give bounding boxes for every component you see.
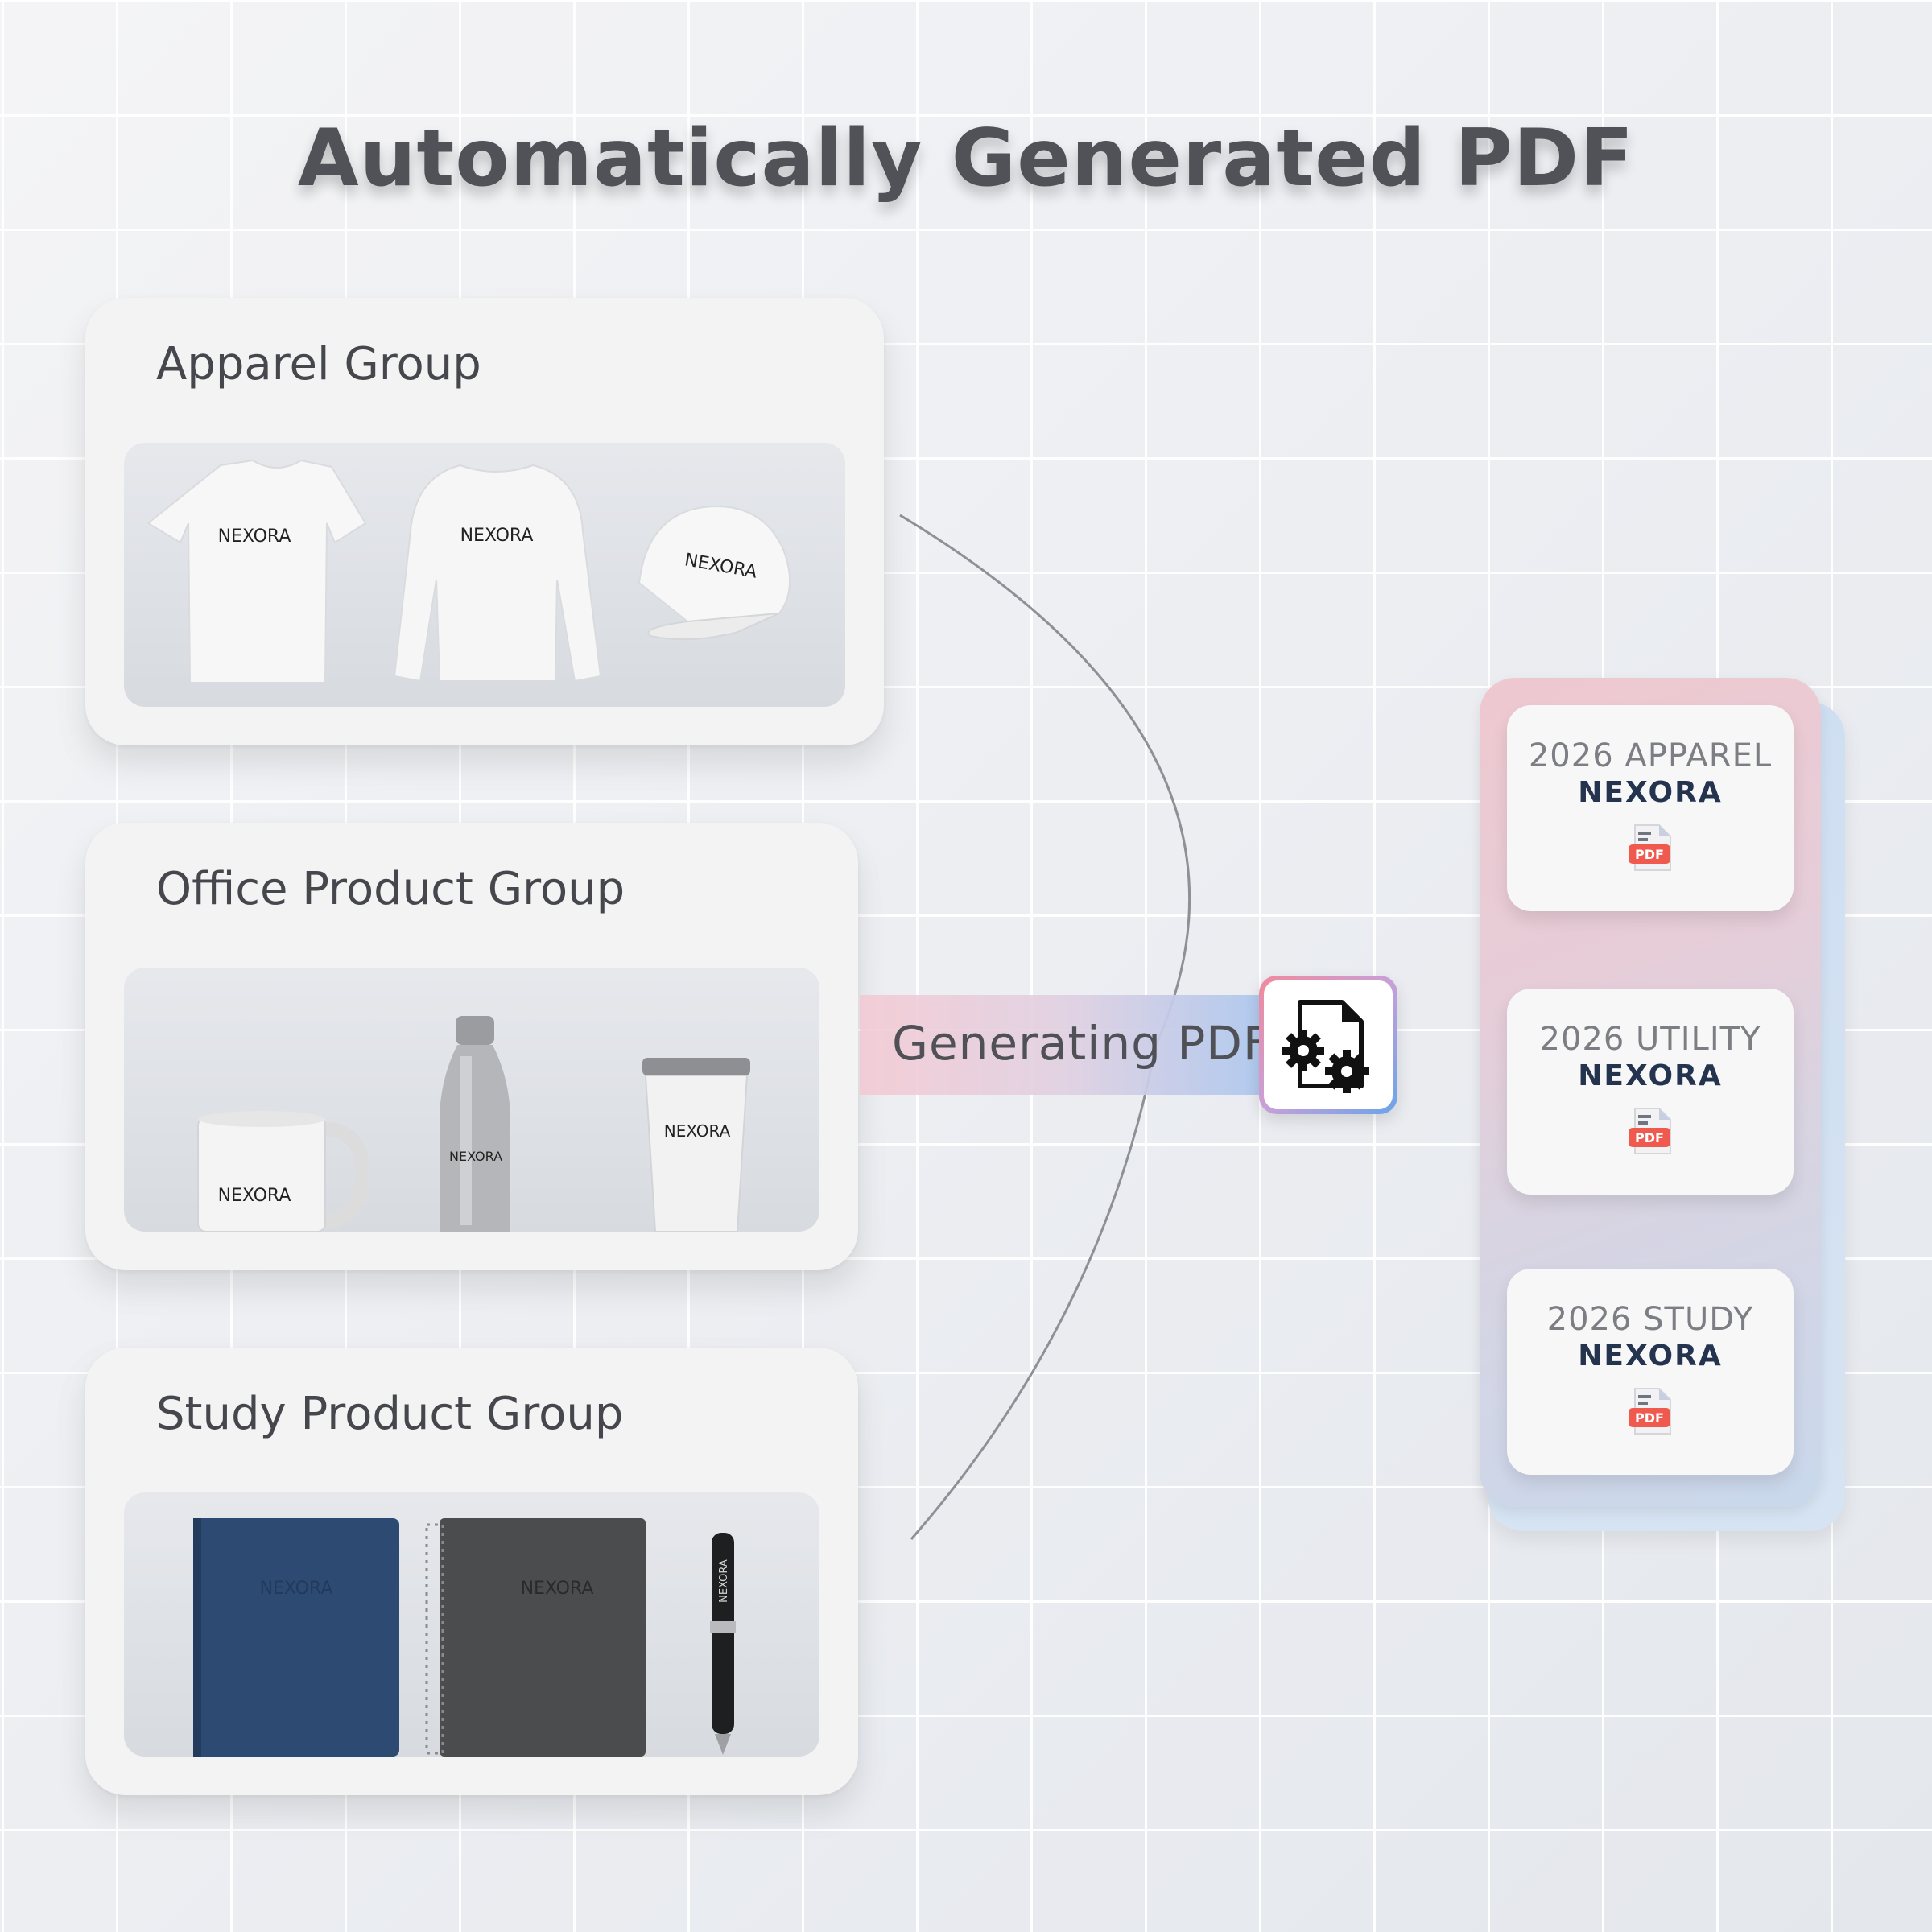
- pdf-card-apparel[interactable]: 2026 APPAREL NEXORA PDF: [1507, 705, 1794, 911]
- group-title: Study Product Group: [156, 1388, 624, 1440]
- generating-band: [860, 995, 1265, 1095]
- spiral-notebook-image: NEXORA: [425, 1518, 646, 1757]
- sweatshirt-logo: NEXORA: [460, 526, 534, 546]
- pen-logo: NEXORA: [718, 1559, 730, 1603]
- study-photo: NEXORA NEXORA NEXORA: [124, 1492, 819, 1757]
- generating-label: Generating PDF: [892, 1016, 1271, 1071]
- pdf-card-study[interactable]: 2026 STUDY NEXORA PDF: [1507, 1269, 1794, 1475]
- cap-image: NEXORA: [638, 506, 791, 641]
- bottle-logo: NEXORA: [449, 1149, 502, 1164]
- pdf-year-label: 2026 UTILITY: [1539, 1021, 1761, 1058]
- group-card-office: Office Product Group NEXORA NEXORA NEXOR: [85, 823, 858, 1270]
- pdf-badge-text: PDF: [1635, 1410, 1664, 1426]
- pdf-file-icon: PDF: [1629, 824, 1671, 871]
- notebook-image: NEXORA: [193, 1518, 399, 1757]
- spiral-notebook-logo: NEXORA: [521, 1579, 594, 1599]
- pdf-badge-text: PDF: [1635, 847, 1664, 862]
- pdf-file-icon: PDF: [1629, 1388, 1671, 1435]
- mug-image: NEXORA: [197, 1111, 370, 1232]
- pdf-file-icon: PDF: [1629, 1108, 1671, 1154]
- pdf-brand-label: NEXORA: [1578, 1059, 1723, 1092]
- pdf-card-utility[interactable]: 2026 UTILITY NEXORA PDF: [1507, 989, 1794, 1195]
- group-title: Apparel Group: [156, 338, 481, 390]
- mug-logo: NEXORA: [218, 1186, 291, 1206]
- group-card-apparel: Apparel Group NEXORA NEXORA NEXORA: [85, 298, 884, 745]
- t-shirt-logo: NEXORA: [218, 526, 291, 547]
- tumbler-logo: NEXORA: [664, 1121, 731, 1141]
- page-title: Automatically Generated PDF: [297, 113, 1635, 204]
- pdf-brand-label: NEXORA: [1578, 1340, 1723, 1373]
- pdf-year-label: 2026 STUDY: [1546, 1301, 1754, 1338]
- file-gears-icon: [1264, 980, 1393, 1109]
- apparel-photo: NEXORA NEXORA NEXORA: [124, 443, 845, 707]
- group-title: Office Product Group: [156, 863, 625, 915]
- group-card-study: Study Product Group NEXORA NEXORA NEXORA: [85, 1348, 858, 1795]
- pdf-year-label: 2026 APPAREL: [1528, 737, 1773, 774]
- pdf-brand-label: NEXORA: [1578, 776, 1723, 809]
- t-shirt-image: NEXORA: [147, 459, 367, 683]
- tumbler-image: NEXORA: [642, 1058, 750, 1232]
- sweatshirt-image: NEXORA: [393, 464, 602, 683]
- pdf-badge-text: PDF: [1635, 1130, 1664, 1146]
- process-button[interactable]: [1259, 976, 1397, 1114]
- pen-image: NEXORA: [710, 1533, 736, 1755]
- office-photo: NEXORA NEXORA NEXORA: [124, 968, 819, 1232]
- notebook-logo: NEXORA: [260, 1579, 333, 1599]
- bottle-image: NEXORA: [440, 1016, 510, 1232]
